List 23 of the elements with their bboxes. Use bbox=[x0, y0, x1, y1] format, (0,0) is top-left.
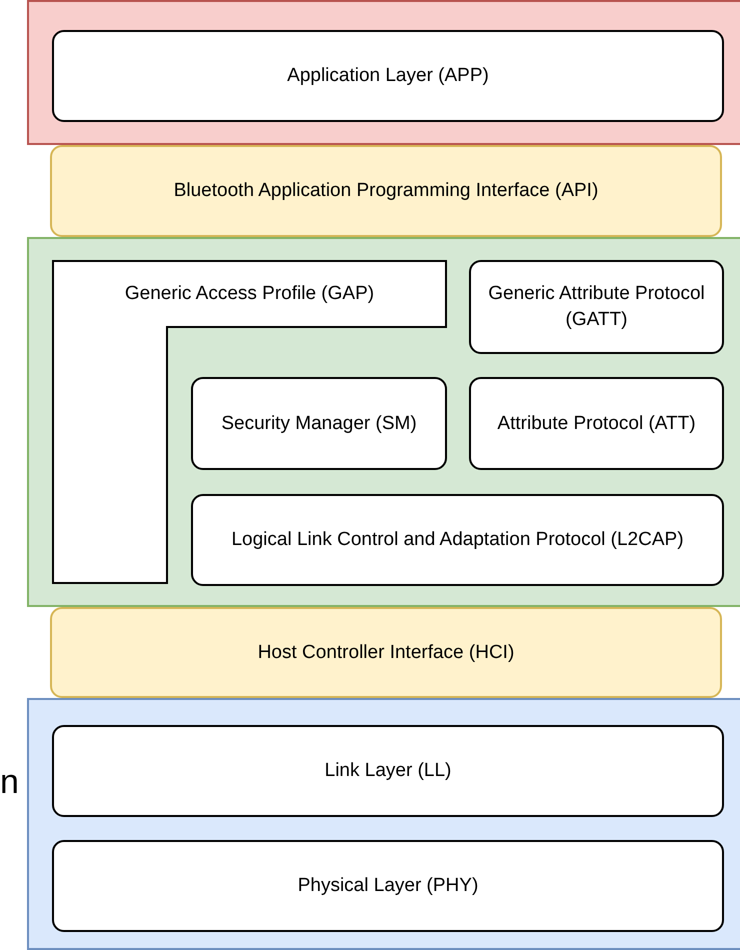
node-label: Attribute Protocol (ATT) bbox=[497, 412, 696, 436]
protocol-box bbox=[469, 377, 724, 470]
node-label: Link Layer (LL) bbox=[324, 759, 452, 783]
layer-band bbox=[27, 237, 740, 607]
protocol-box bbox=[469, 260, 724, 354]
layer-box bbox=[52, 30, 724, 122]
node-label: Bluetooth Application Programming Interface (API) bbox=[174, 179, 598, 203]
interface-box bbox=[50, 145, 722, 237]
layer-band bbox=[27, 698, 740, 950]
protocol-box bbox=[191, 494, 724, 586]
node-label: Host Controller Interface (HCI) bbox=[258, 640, 514, 664]
interface-box bbox=[50, 607, 722, 698]
cut-off-text: n bbox=[0, 762, 19, 802]
node-label: Security Manager (SM) bbox=[221, 412, 417, 436]
node-label: Physical Layer (PHY) bbox=[298, 874, 478, 898]
node-label: Generic Attribute Protocol (GATT) bbox=[487, 282, 706, 332]
layer-band bbox=[27, 0, 740, 145]
protocol-box bbox=[191, 377, 447, 470]
node-label: Logical Link Control and Adaptation Protocol (L2CAP) bbox=[231, 528, 684, 552]
layer-box bbox=[52, 725, 724, 817]
layer-box bbox=[52, 840, 724, 932]
node-label: Application Layer (APP) bbox=[287, 64, 489, 88]
node-label: Generic Access Profile (GAP) bbox=[124, 282, 374, 306]
